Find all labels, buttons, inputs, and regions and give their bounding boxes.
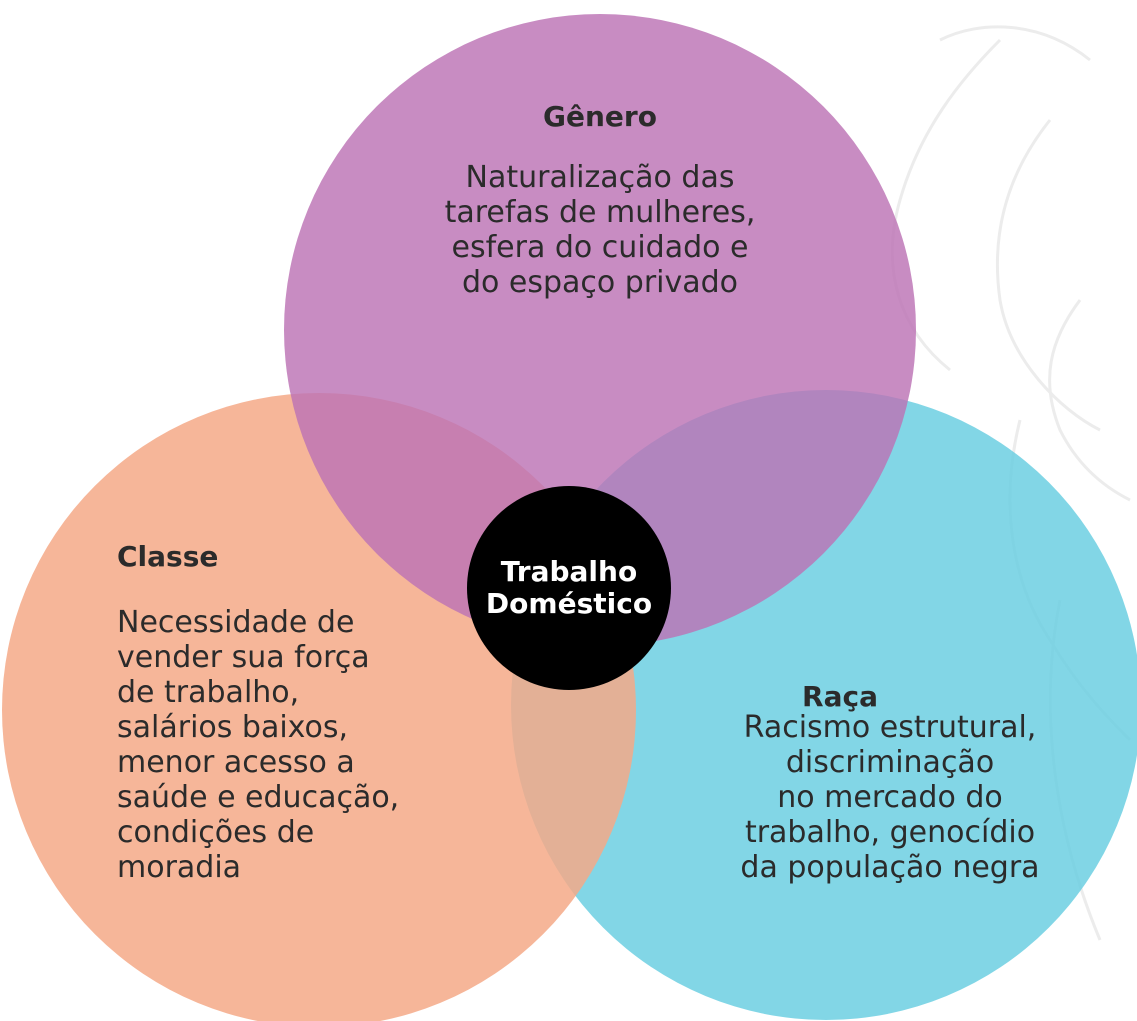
center-badge (467, 486, 671, 690)
classe-text: Necessidade de vender sua força de traba… (117, 605, 400, 885)
classe-title: Classe (117, 540, 219, 573)
raca-title: Raça (802, 680, 878, 713)
genero-text: Naturalização das tarefas de mulheres, e… (444, 160, 756, 300)
raca-text: Racismo estrutural, discriminação no mer… (740, 710, 1040, 885)
circle-genero (284, 14, 916, 646)
center-label: Trabalho Doméstico (485, 555, 653, 620)
genero-title: Gênero (543, 100, 657, 133)
